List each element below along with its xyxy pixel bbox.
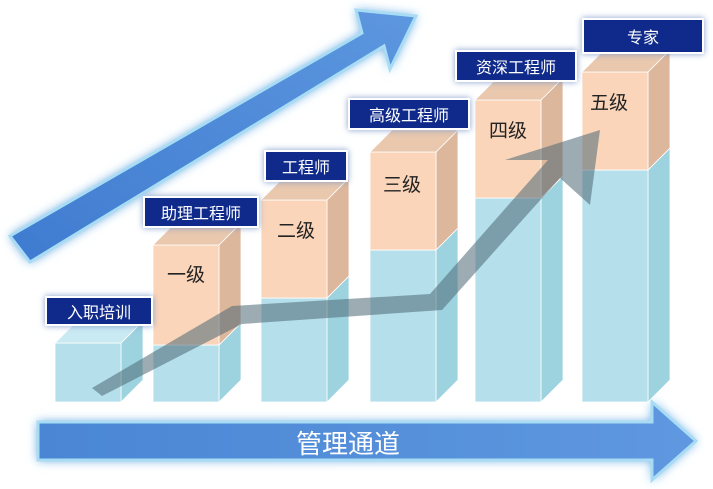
management-channel-arrow (36, 398, 699, 484)
professional-channel-arrow (7, 8, 419, 264)
level-label-2: 二级 (277, 220, 316, 242)
level-block-top-2 (260, 177, 350, 201)
stage-tag-onboarding-training: 入职培训 (45, 296, 153, 326)
growth-trend-arrow (92, 130, 600, 396)
column-side-3 (435, 227, 459, 403)
level-block-top-3 (369, 129, 459, 153)
column-side-5 (647, 147, 671, 403)
level-label-5: 五级 (590, 92, 629, 114)
stage-tag-senior-engineer: 高级工程师 (348, 98, 470, 130)
level-label-3: 三级 (383, 174, 422, 196)
level-label-1: 一级 (167, 264, 206, 286)
level-block-front-3 (369, 151, 437, 251)
column-side-4 (540, 175, 564, 403)
management-channel-label: 管理通道 (296, 430, 401, 460)
stage-tag-assistant-engineer: 助理工程师 (143, 196, 259, 228)
stage-tag-principal-engineer: 资深工程师 (455, 50, 577, 82)
level-label-4: 四级 (489, 120, 528, 142)
level-block-front-2 (260, 199, 328, 299)
column-front-5 (581, 169, 649, 403)
column-front-0 (54, 342, 122, 403)
stage-tag-engineer: 工程师 (264, 150, 348, 182)
column-front-3 (369, 249, 437, 403)
stage-tag-expert: 专家 (582, 18, 704, 54)
